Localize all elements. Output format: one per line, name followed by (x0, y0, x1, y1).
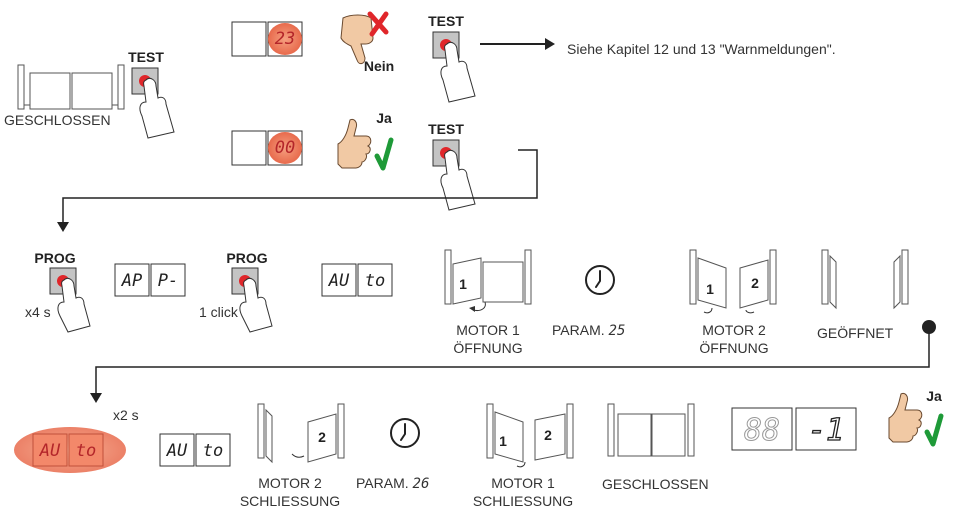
display-auto-left: AU (39, 441, 61, 461)
label-motor2-close-2: SCHLIESSUNG (239, 493, 341, 509)
label-motor1-close-2: SCHLIESSUNG (472, 493, 574, 509)
label-motor2-open-2: ÖFFNUNG (699, 340, 769, 356)
arrow-right-icon (480, 38, 555, 50)
label-motor2-close-1: MOTOR 2 (258, 475, 322, 491)
display-ap-left: AP (121, 271, 142, 291)
label-test: TEST (128, 49, 164, 65)
thumbs-down-icon (340, 14, 374, 65)
gate-open-icon (821, 249, 909, 310)
pointing-hand-icon (440, 41, 476, 103)
green-check-icon (374, 137, 394, 171)
leaf-number: 1 (499, 433, 507, 449)
arrow-down-icon (57, 222, 69, 232)
gate-motor1-opening-icon (444, 249, 532, 312)
pointing-hand-icon (239, 277, 273, 333)
label-click: 1 click (199, 304, 238, 320)
label-ja: Ja (926, 388, 942, 404)
display-auto (321, 263, 393, 297)
display-status-right: -1 (808, 413, 844, 448)
label-siehe: Siehe Kapitel 12 und 13 "Warnmeldungen". (567, 41, 836, 57)
gate-motor2-opening-icon (689, 249, 777, 314)
flow-connector (95, 328, 930, 395)
label-geoeffnet: GEÖFFNET (817, 325, 894, 341)
label-ja: Ja (376, 110, 392, 126)
label-prog: PROG (34, 250, 76, 266)
gate-motor1-closing-icon (486, 403, 574, 468)
label-motor1-close-1: MOTOR 1 (491, 475, 555, 491)
display-ap (114, 263, 186, 297)
label-nein: Nein (363, 58, 395, 74)
display-auto-left: AU (166, 441, 188, 461)
clock-icon (390, 418, 420, 448)
display-auto-left: AU (328, 271, 350, 291)
display-ap-right: P- (158, 271, 178, 291)
display-23-value: 23 (275, 29, 295, 49)
pointing-hand-icon (440, 149, 476, 211)
label-geschlossen-final: GESCHLOSSEN (602, 476, 709, 492)
leaf-number: 1 (459, 276, 467, 292)
display-status-left: 88 (744, 413, 780, 448)
flow-connector (62, 149, 538, 225)
label-geschlossen: GESCHLOSSEN (4, 112, 111, 128)
label-prog: PROG (226, 250, 268, 266)
label-test: TEST (428, 13, 464, 29)
gate-closed-icon (17, 64, 125, 110)
red-x-icon (367, 11, 389, 37)
label-test: TEST (428, 121, 464, 137)
leaf-number: 2 (544, 427, 552, 443)
display-auto-glowing (32, 433, 104, 467)
label-motor2-open-1: MOTOR 2 (702, 322, 766, 338)
gate-motor2-closing-icon (257, 403, 345, 464)
pointing-hand-icon (139, 77, 175, 139)
gate-closed-icon (607, 403, 695, 457)
arrow-down-icon (90, 393, 102, 403)
thumbs-up-icon (337, 119, 372, 169)
pointing-hand-icon (57, 277, 91, 333)
display-auto-right: to (76, 441, 96, 461)
display-00 (231, 130, 303, 166)
label-param25: PARAM. 25 (552, 322, 626, 339)
display-23 (231, 21, 303, 57)
label-x4s: x4 s (25, 304, 51, 320)
label-motor1-open-1: MOTOR 1 (456, 322, 520, 338)
thumbs-up-icon (888, 393, 923, 443)
display-auto (159, 433, 231, 467)
clock-icon (585, 265, 615, 295)
display-status (731, 407, 857, 451)
label-param26: PARAM. 26 (356, 475, 430, 492)
label-x2s: x2 s (113, 407, 139, 423)
leaf-number: 1 (706, 281, 714, 297)
label-motor1-open-2: ÖFFNUNG (453, 340, 523, 356)
display-auto-right: to (203, 441, 223, 461)
leaf-number: 2 (318, 429, 326, 445)
display-00-value: 00 (275, 138, 295, 158)
flow-start-dot (922, 320, 936, 334)
green-check-icon (924, 413, 944, 447)
display-auto-right: to (365, 271, 385, 291)
leaf-number: 2 (751, 275, 759, 291)
